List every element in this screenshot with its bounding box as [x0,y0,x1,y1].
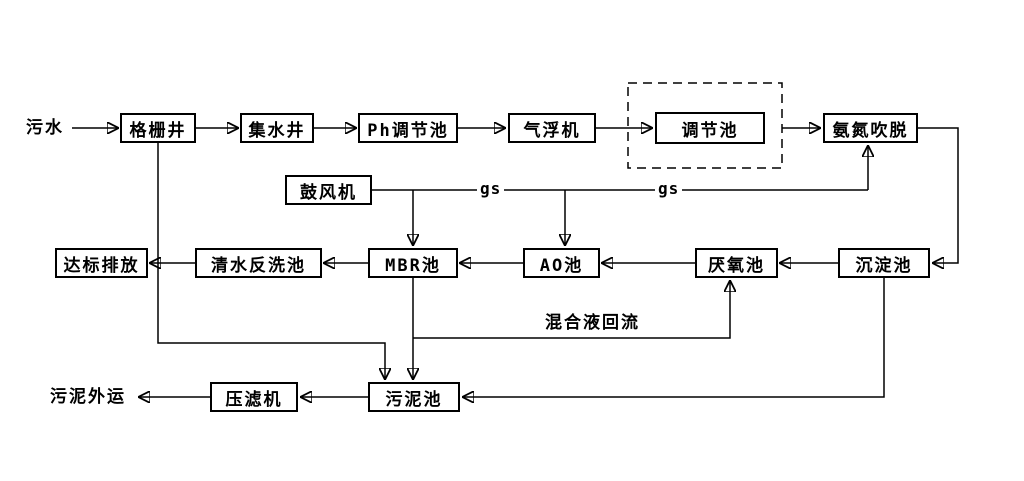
node-collection-well: 集水井 [240,113,314,143]
node-ao-tank: AO池 [523,248,600,278]
node-sludge-tank: 污泥池 [368,382,460,412]
regulating-tank-dashed-frame [627,82,783,169]
node-mbr-tank: MBR池 [368,248,458,278]
node-anaerobic-tank: 厌氧池 [695,248,778,278]
label-mixed-liquor-return: 混合液回流 [545,313,640,333]
node-air-flotation: 气浮机 [508,113,596,143]
node-filter-press: 压滤机 [210,382,298,412]
edge-ammonia-stripping-to-sedimentation [918,127,959,263]
label-gas-2: gs [655,179,683,199]
label-source: 污水 [26,118,64,138]
node-regulating-tank: 调节池 [655,112,765,144]
node-backwash-tank: 清水反洗池 [195,248,322,278]
node-ph-tank: Ph调节池 [358,113,458,143]
node-sedimentation-tank: 沉淀池 [838,248,930,278]
node-blower: 鼓风机 [285,175,372,205]
node-screen-well: 格栅井 [120,113,196,143]
label-sludge-out: 污泥外运 [50,387,126,407]
node-discharge: 达标排放 [55,248,148,278]
edge-mixed-liquor-return [413,282,730,339]
edge-sedimentation-to-sludge-tank [464,278,885,397]
label-gas-1: gs [477,179,505,199]
edge-screen-well-to-sludge-tank [157,143,385,378]
node-ammonia-stripping: 氨氮吹脱 [823,113,918,143]
